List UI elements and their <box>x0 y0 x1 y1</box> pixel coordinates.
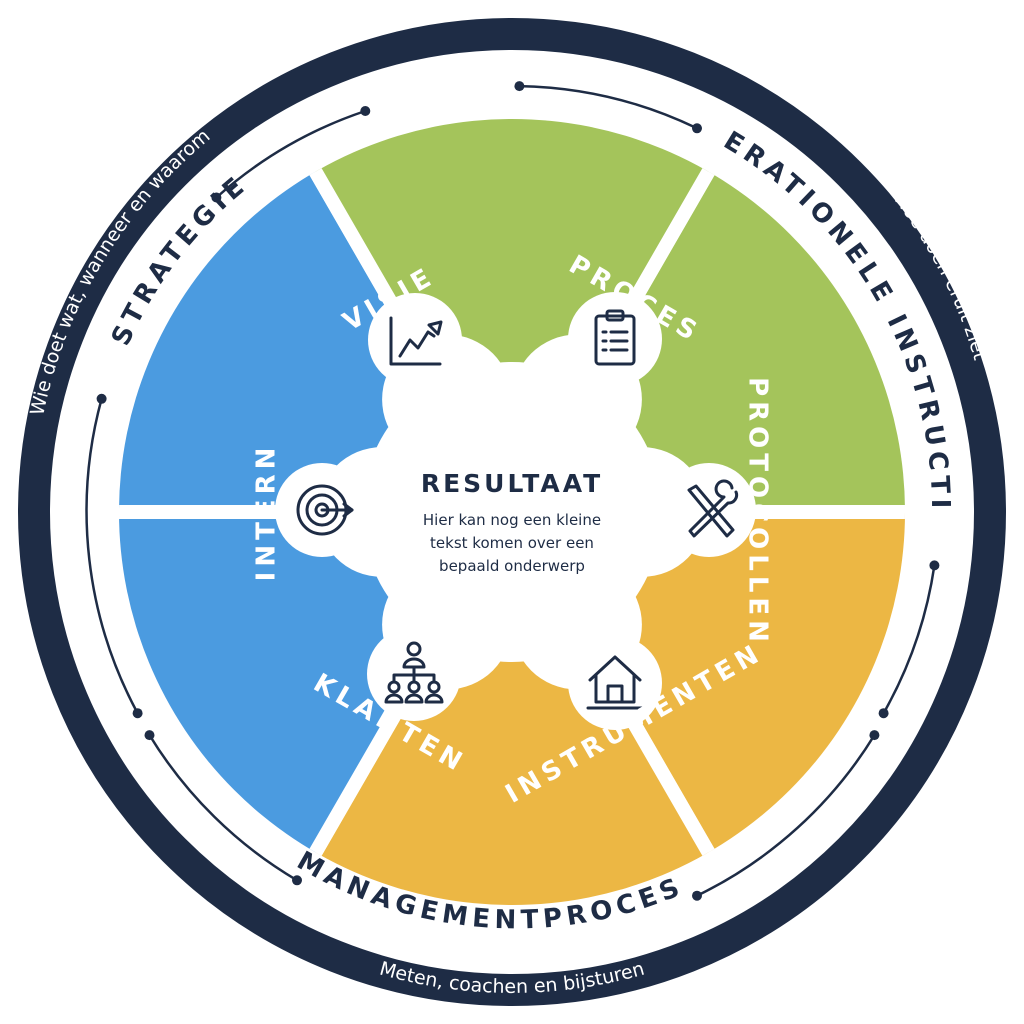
center-line-1: Hier kan nog een kleine <box>423 511 601 529</box>
segment-label-intern: INTERN <box>252 443 282 582</box>
tools-icon-badge <box>662 463 756 557</box>
growth-chart-icon <box>389 316 443 366</box>
clipboard-icon <box>594 309 636 366</box>
tools-icon <box>687 479 739 538</box>
house-icon <box>586 655 644 710</box>
center-line-2: tekst komen over een <box>430 534 594 552</box>
center-area <box>317 334 707 690</box>
center-line-3: bepaald onderwerp <box>439 557 585 575</box>
target-icon <box>296 484 354 536</box>
org-chart-icon-badge <box>367 627 461 721</box>
target-icon-badge <box>275 463 369 557</box>
house-icon-badge <box>568 636 662 730</box>
center-title: RESULTAAT <box>421 469 603 498</box>
org-chart-icon <box>384 641 444 704</box>
growth-chart-icon-badge <box>368 293 462 387</box>
outer-ring <box>18 18 1006 1006</box>
decorative-arcs <box>85 81 940 901</box>
center-block: RESULTAAT Hier kan nog een kleine tekst … <box>421 469 603 575</box>
clipboard-icon-badge <box>568 292 662 386</box>
segment-label-protocollen: PROTOCOLLEN <box>743 377 773 647</box>
